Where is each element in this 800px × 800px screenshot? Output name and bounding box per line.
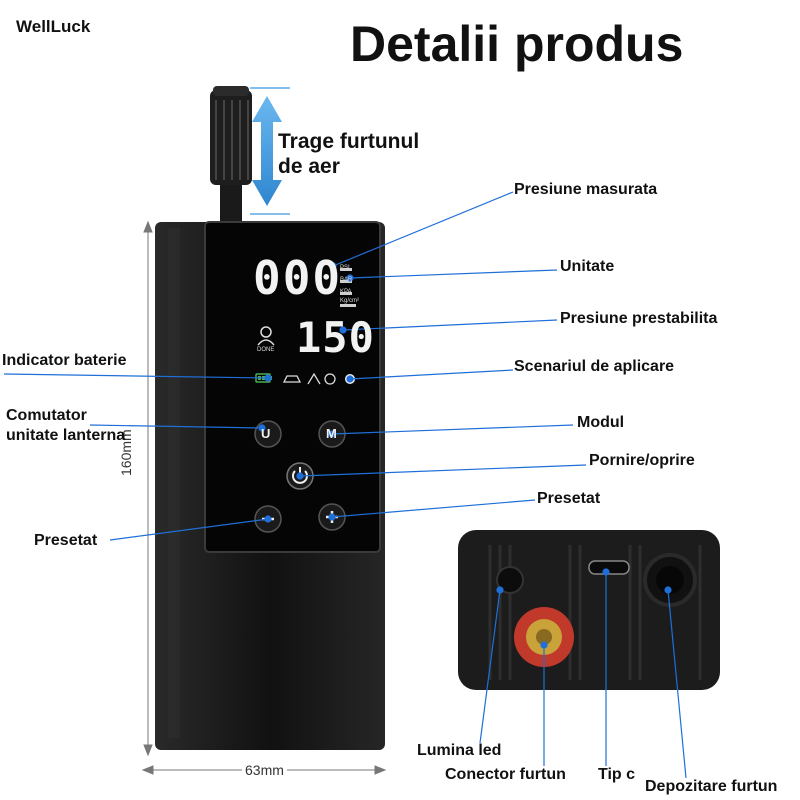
unit-kpa: KPA (340, 289, 352, 295)
unit-kgcm: Kg/cm² (340, 298, 360, 304)
hose-connector-label: Conector furtun (445, 766, 566, 783)
type-c-port (588, 560, 630, 575)
unit-bar: BAR (340, 277, 353, 283)
callout-lines (3, 191, 687, 779)
type-c-label: Tip c (598, 766, 636, 783)
preset-plus-label: Presetat (537, 490, 601, 507)
battery-indicator-label: Indicator baterie (2, 352, 127, 369)
pressure-readout: 000 (253, 251, 343, 305)
unit-indicators (340, 268, 356, 307)
preset-minus-label: Presetat (34, 532, 98, 549)
power-label: Pornire/oprire (589, 452, 695, 469)
device-bottom-view (458, 530, 720, 690)
device-body (155, 221, 385, 750)
hose-storage-label: Depozitare furtun (645, 778, 778, 795)
preset-pressure-label: Presiune prestabilita (560, 310, 718, 327)
hose-pull-label-2: de aer (278, 155, 340, 178)
power-icon (292, 470, 308, 484)
led-light (496, 566, 524, 594)
button-m-label: M (326, 426, 337, 441)
unit-psi: PSI (340, 265, 350, 271)
unit-flashlight-label-2: unitate lanterna (6, 427, 126, 444)
mode-label: Modul (577, 414, 625, 431)
measured-pressure-label: Presiune masurata (514, 181, 658, 198)
pull-arrow-icon (250, 87, 290, 215)
led-light-label: Lumina led (417, 742, 502, 759)
width-dimension: 63mm (242, 762, 287, 778)
brand-logo: WellLuck (16, 17, 91, 36)
hose-pull-label-1: Trage furtunul (278, 130, 420, 153)
done-label: DONE (257, 347, 275, 353)
application-scenario-label: Scenariul de aplicare (514, 358, 675, 375)
page-title: Detalii produs (350, 16, 684, 72)
height-dimension-line (143, 220, 153, 757)
preset-readout: 150 (296, 313, 375, 362)
unit-label: Unitate (560, 258, 615, 275)
air-hose-nozzle (210, 86, 252, 225)
done-icon (257, 326, 275, 346)
button-u-label: U (261, 426, 271, 441)
unit-flashlight-label-1: Comutator (6, 407, 87, 424)
